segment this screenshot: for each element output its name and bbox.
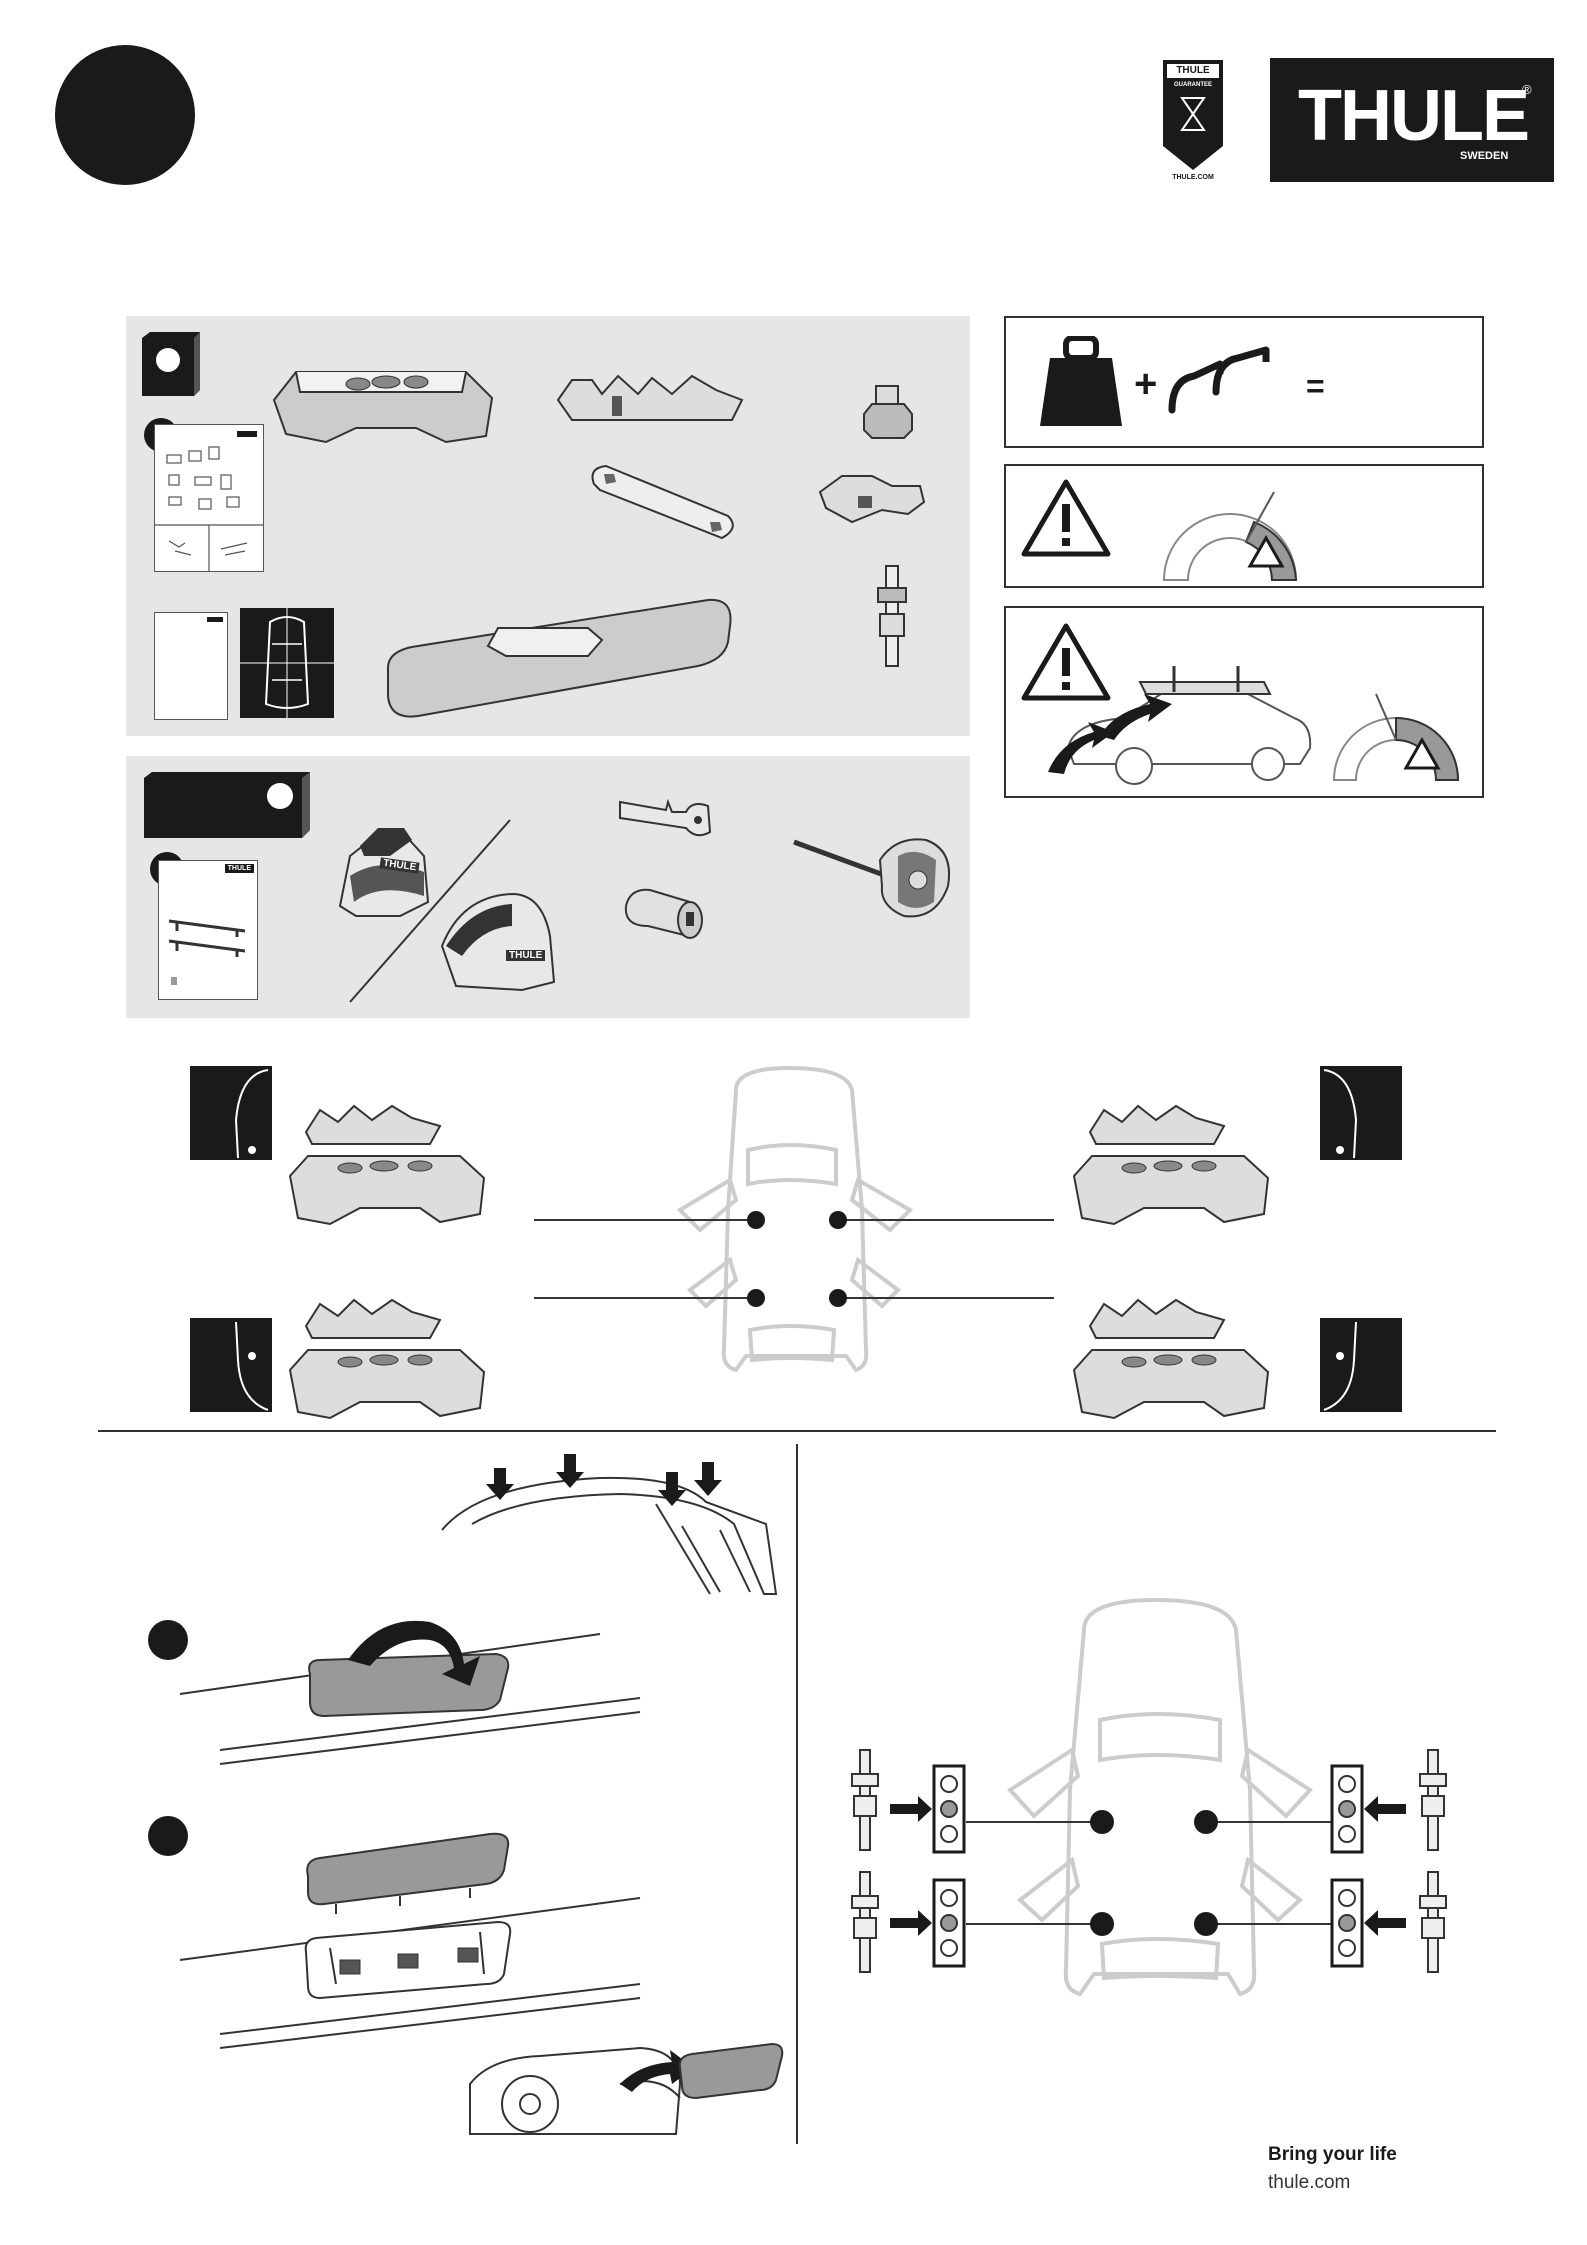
kit-box-icon: [140, 330, 202, 400]
step-circle: [55, 45, 195, 185]
foot-pad-part: [266, 342, 506, 452]
foot-label-2: THULE: [506, 950, 545, 961]
thule-logo: THULE SWEDEN ®: [1270, 58, 1554, 182]
instruction-booklet: [154, 424, 264, 572]
warning-icon: [1020, 476, 1112, 560]
speedometer-icon-2: [1326, 674, 1466, 784]
clamp-part: [812, 462, 932, 532]
roof-cover-diagram: [120, 1444, 790, 2144]
foot-position-diagram: [0, 1060, 1587, 1440]
speedometer-icon: [1154, 488, 1304, 584]
loading-warning-box: [1004, 606, 1484, 798]
torque-tool-part: [786, 816, 956, 936]
fit-guide-sheet: [154, 612, 228, 720]
section-divider-h: [98, 1430, 1496, 1432]
bolt-part: [872, 562, 912, 672]
cover-plate-part: [378, 576, 738, 726]
car-topview-thumbnail: [240, 608, 334, 718]
plus-sign: +: [1134, 362, 1157, 407]
car-loading-illustration: [1044, 652, 1314, 792]
lock-cylinder-part: [620, 880, 710, 950]
bar-booklet: THULE: [158, 860, 258, 1000]
logo-registered: ®: [1522, 82, 1532, 97]
weight-icon: [1038, 336, 1124, 428]
guarantee-url: THULE.COM: [1160, 174, 1226, 181]
guarantee-badge: THULE GUARANTEE THULE.COM: [1160, 58, 1226, 186]
wrench-part: [582, 458, 742, 548]
speed-warning-box: [1004, 464, 1484, 588]
logo-sweden: SWEDEN: [1460, 150, 1508, 162]
guarantee-label: GUARANTEE: [1163, 82, 1223, 88]
equals-sign: =: [1306, 368, 1325, 405]
bracket-part: [552, 360, 752, 440]
foot-part-grey: [432, 876, 562, 996]
foot-box-icon: [142, 770, 312, 842]
footer-url: thule.com: [1268, 2172, 1350, 2194]
guarantee-brand: THULE: [1167, 65, 1219, 77]
load-rating-box: + =: [1004, 316, 1484, 448]
footer-tagline: Bring your life: [1268, 2144, 1397, 2166]
parts-panel-kit: [126, 316, 970, 736]
logo-wordmark: THULE: [1298, 80, 1528, 152]
roof-bars-icon: [1166, 340, 1276, 418]
nut-part: [858, 378, 918, 442]
booklet-brand: THULE: [225, 864, 254, 873]
bolt-position-diagram: [820, 1590, 1500, 2020]
section-divider-v: [796, 1444, 798, 2144]
key-part: [616, 786, 716, 846]
parts-panel-foot: THULE THULE THULE: [126, 756, 970, 1018]
